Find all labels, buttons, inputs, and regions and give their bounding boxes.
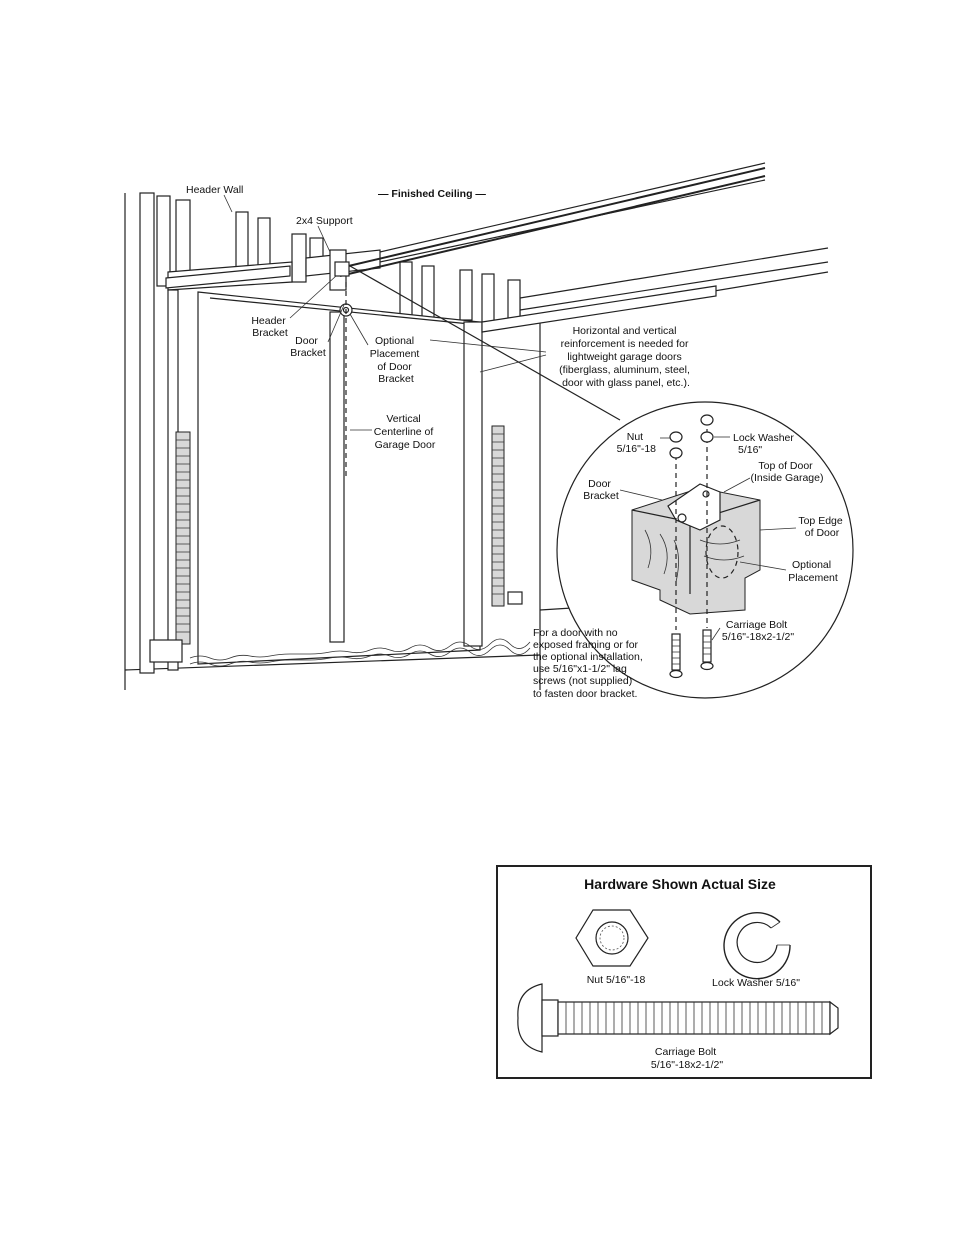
left-spring: [149, 431, 191, 663]
scene-labels: Header Wall — Finished Ceiling — 2x4 Sup…: [186, 184, 693, 451]
label-detail-lock-washer: Lock Washer 5/16": [733, 432, 797, 456]
hardware-bolt-label: Carriage Bolt 5/16"-18x2-1/2": [651, 1046, 724, 1071]
header-wall-studs: [139, 192, 521, 674]
label-detail-lag-note: For a door with no exposed framing or fo…: [533, 627, 646, 700]
label-detail-top-of-door: Top of Door (Inside Garage): [751, 460, 824, 484]
right-spring: [491, 425, 523, 607]
label-detail-optional-placement: Optional Placement: [788, 559, 838, 584]
hardware-carriage-bolt-icon: [517, 983, 839, 1053]
detail-nut-washer-stack: [669, 414, 714, 459]
label-2x4-support: 2x4 Support: [296, 215, 353, 227]
label-detail-carriage-bolt: Carriage Bolt 5/16"-18x2-1/2": [722, 619, 795, 643]
garage-scene: [124, 162, 829, 690]
label-door-bracket: Door Bracket: [290, 335, 326, 359]
bracket-detail-callout: [556, 401, 854, 699]
hardware-actual-size-box: Hardware Shown Actual Size Nut 5/16"-18 …: [496, 865, 872, 1079]
hardware-title: Hardware Shown Actual Size: [584, 876, 776, 892]
label-header-wall: Header Wall: [186, 184, 243, 196]
hardware-washer-label: Lock Washer 5/16": [712, 977, 800, 989]
label-optional-placement: Optional Placement of Door Bracket: [370, 335, 423, 385]
label-detail-top-edge: Top Edge of Door: [798, 515, 845, 539]
hardware-nut-label: Nut 5/16"-18: [587, 974, 646, 986]
hardware-nut-icon: [575, 909, 649, 967]
detail-carriage-bolts: [669, 629, 714, 679]
hardware-lock-washer-icon: [723, 912, 791, 980]
detail-labels: Nut 5/16"-18 Lock Washer 5/16" Door Brac…: [533, 431, 845, 700]
label-finished-ceiling: — Finished Ceiling —: [378, 188, 486, 200]
label-vertical-centerline: Vertical Centerline of Garage Door: [374, 413, 436, 451]
optional-placement-marker: [705, 525, 739, 579]
label-detail-nut: Nut 5/16"-18: [617, 431, 656, 455]
label-detail-door-bracket: Door Bracket: [583, 478, 619, 502]
label-reinforcement-note: Horizontal and vertical reinforcement is…: [559, 325, 693, 389]
label-header-bracket: Header Bracket: [251, 315, 288, 339]
